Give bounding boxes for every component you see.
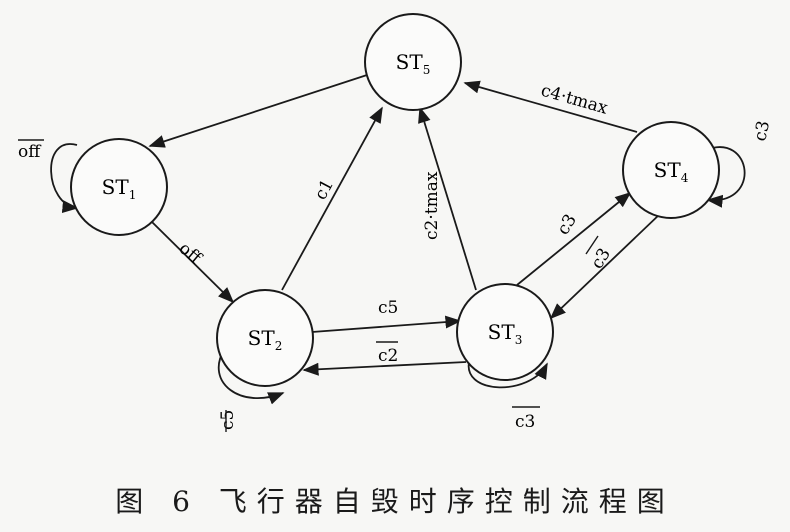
state-st3: ST3: [456, 283, 554, 381]
figure-caption: 图 6 飞行器自毁时序控制流程图: [115, 485, 675, 518]
state-st2: ST2: [216, 289, 314, 387]
state-st1-label: ST1: [102, 175, 137, 202]
state-st5-label: ST5: [396, 50, 431, 77]
state-st5: ST5: [364, 13, 462, 111]
edge-st2-st3: [311, 315, 462, 333]
edge-st3-st5: [418, 106, 477, 291]
label-st2-st5: c1: [311, 176, 338, 203]
label-st4-st3: c3: [587, 245, 615, 273]
edge-st4-st5: [463, 80, 638, 133]
edge-st2-st5: [281, 106, 383, 291]
label-st4-st5: c4·tmax: [539, 81, 611, 119]
label-st4-self: c3: [750, 119, 774, 143]
edge-st3-st4: [516, 191, 632, 286]
edge-st5-st1: [148, 74, 368, 148]
state-st4: ST4: [622, 121, 720, 219]
label-st3-st2: c2: [378, 346, 398, 366]
label-st1-st2: off: [175, 239, 206, 270]
edge-st2-self: [217, 349, 285, 405]
label-st3-st4: c3: [553, 211, 581, 239]
state-st2-label: ST2: [248, 326, 283, 353]
label-st3-self-text: c3: [515, 412, 535, 432]
label-st3-st5: c2·tmax: [422, 171, 442, 240]
edge-st1-st2: [151, 221, 235, 304]
edge-st3-st2: [302, 361, 467, 376]
edge-st1-self: [50, 143, 79, 214]
label-st2-st3: c5: [378, 298, 398, 318]
label-st2-self: c5: [218, 410, 238, 430]
state-st1: ST1: [70, 138, 168, 236]
label-st1-self: off: [18, 142, 42, 162]
overbar-st4-st3: [585, 235, 599, 255]
edge-st4-self: [705, 146, 746, 208]
state-st3-label: ST3: [488, 320, 523, 347]
edge-st4-st3: [549, 212, 662, 320]
state-diagram: ST5 ST1 ST2 ST3 ST4 off off c1 c5 c2 c5 …: [18, 13, 774, 432]
state-st4-label: ST4: [654, 158, 689, 185]
edge-st3-self: [467, 357, 548, 389]
